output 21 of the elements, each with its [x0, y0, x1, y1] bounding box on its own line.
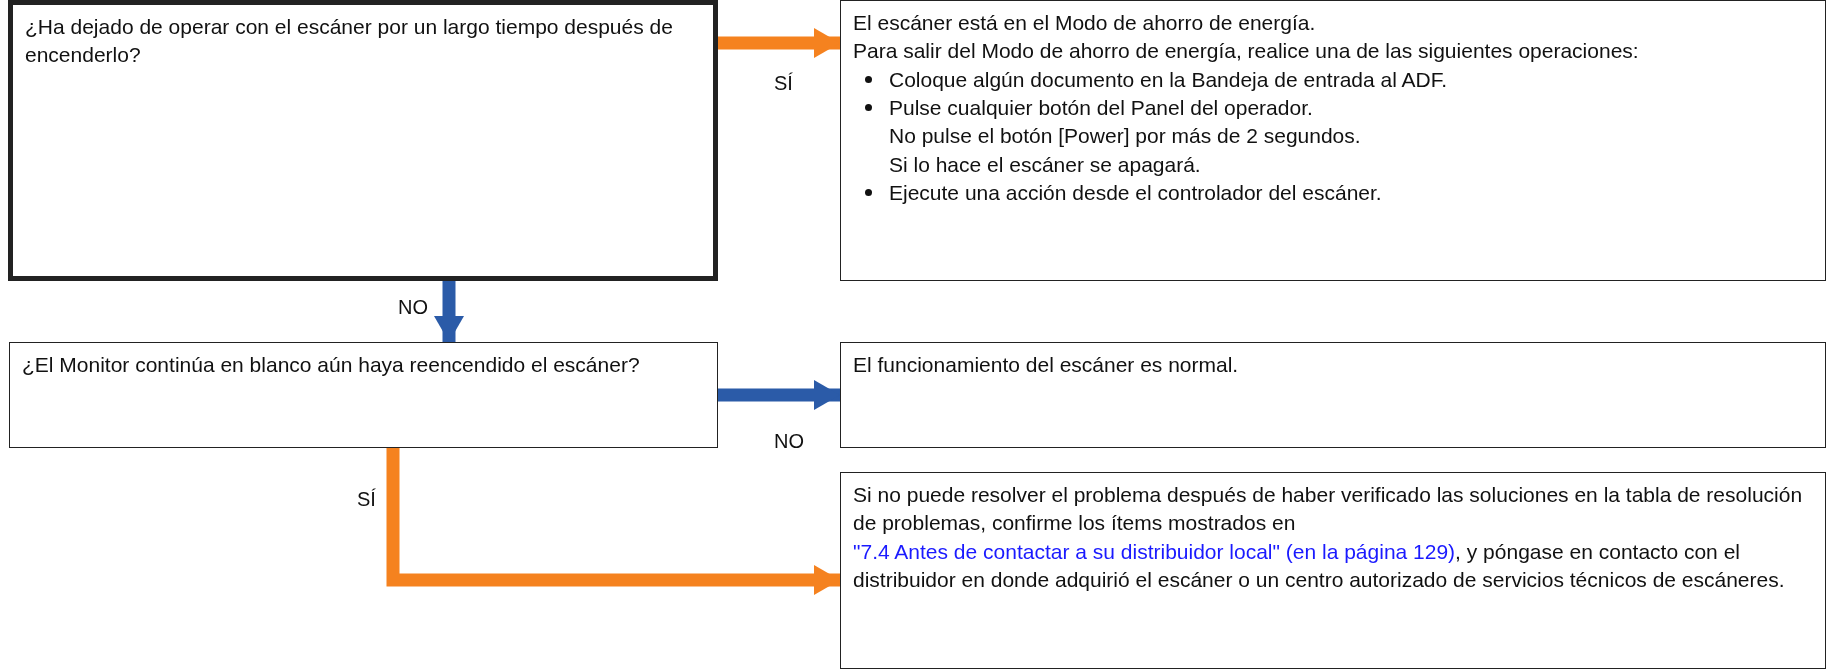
arrow: [718, 28, 840, 58]
bullet-item: Ejecute una acción desde el controlador del escáner.: [853, 179, 1813, 208]
text: No pulse el botón [Power] por más de 2 segundos.: [888, 123, 1362, 150]
link: "7.4 Antes de contactar a su distribuidor local" (en la página 129): [853, 539, 1456, 563]
arrow: [386, 448, 840, 595]
bullet-item: Coloque algún documento en la Bandeja de entrada al ADF.: [853, 65, 1813, 95]
question-box: [9, 342, 718, 448]
text: ¿El Monitor continúa en blanco aún haya reencendido el escáner?: [22, 352, 641, 378]
text: El funcionamiento del escáner es normal.: [853, 352, 1240, 378]
text: El escáner está en el Modo de ahorro de energía.: [853, 10, 1317, 36]
answer-box: [840, 342, 1826, 448]
text: ¿Ha dejado de operar con el escáner por un largo tiempo después de encenderlo?: [25, 14, 674, 69]
answer-box: [840, 472, 1826, 669]
question-box: [8, 0, 718, 281]
arrow: [434, 281, 464, 342]
instruction-text: Si no puede resolver el problema después de haber verificado las soluciones en la tabla de resolución de problemas, confirme los ítems mostrados en "7.4 Antes de contactar a su distribuidor local" (en la página 129), y póngase en contacto con el distribuidor en donde adquirió el escáner o un centro autorizado de servicios técnicos de escáneres.: [853, 482, 1804, 594]
text: Si lo hace el escáner se apagará.: [888, 151, 1202, 178]
arrow: [718, 380, 840, 410]
answer-box: [840, 0, 1826, 281]
bullet-item: Pulse cualquier botón del Panel del operador.: [853, 94, 1813, 123]
text: Para salir del Modo de ahorro de energía, realice una de las siguientes operaciones:: [853, 38, 1640, 65]
